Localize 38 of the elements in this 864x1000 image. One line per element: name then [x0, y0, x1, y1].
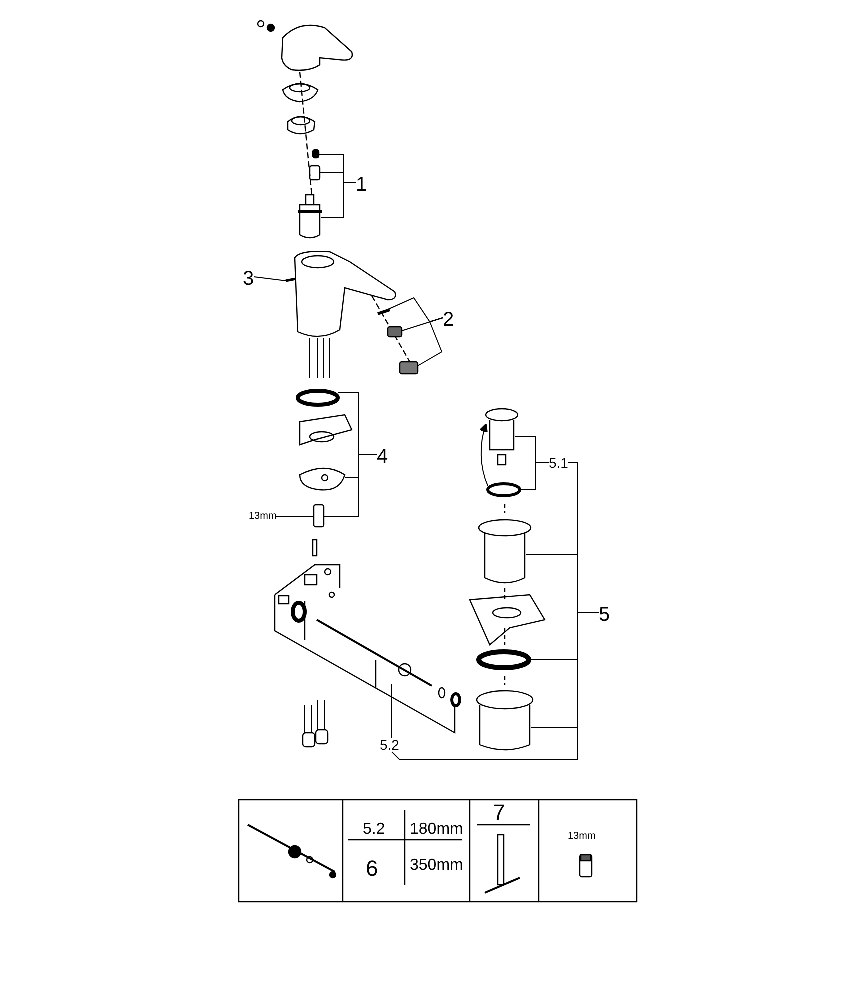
callout-number: 4: [377, 447, 388, 467]
seal-ring-drawing: [486, 482, 522, 498]
clamp-plate-drawing: [299, 468, 346, 491]
leader-line: [520, 462, 550, 490]
part-number: 5.2: [363, 822, 386, 838]
insert-drawing: [309, 165, 321, 181]
leader-line: [324, 454, 378, 518]
drain-body-drawing: [476, 690, 534, 751]
callout-number: 1: [356, 175, 368, 195]
dimension-label: 13mm: [568, 832, 596, 842]
leader-line: [418, 318, 444, 366]
curved-arrow: [480, 424, 488, 486]
part-number: 6: [366, 858, 378, 880]
leader-line: [320, 182, 356, 218]
dimension-label: 13mm: [249, 512, 277, 522]
callout-number: 5: [599, 605, 610, 625]
leader-line: [392, 612, 600, 760]
washer-drawing: [378, 308, 390, 316]
callout-number: 5.1: [549, 456, 568, 470]
cartridge-drawing: [298, 194, 322, 239]
gasket-ring-drawing: [476, 650, 532, 670]
pop-up-rod-set-drawing: [274, 539, 462, 734]
part-number: 7: [493, 802, 506, 824]
leader-line: [254, 276, 286, 282]
callout-number: 3: [243, 269, 254, 289]
aerator-insert-drawing: [387, 326, 403, 338]
stopper-drawing: [485, 408, 519, 466]
drain-sleeve-drawing: [478, 519, 532, 584]
o-ring-drawing: [296, 389, 340, 407]
lift-rod-drawing: [286, 278, 296, 282]
callout-number: 5.2: [380, 738, 400, 752]
screw-drawing: [312, 149, 320, 159]
nut-drawing: [313, 504, 325, 528]
length-value: 180mm: [410, 822, 464, 838]
callout-number: 2: [443, 310, 454, 330]
length-value: 350mm: [410, 858, 464, 874]
leader-line: [276, 516, 314, 518]
aerator-housing-drawing: [399, 361, 419, 375]
